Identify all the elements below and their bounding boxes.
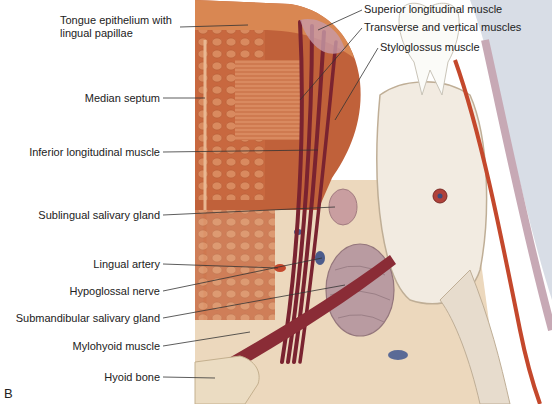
leader-line (180, 25, 248, 27)
fascia-band (485, 40, 552, 330)
part-label: Median septum (85, 92, 160, 105)
part-label: Inferior longitudinal muscle (29, 146, 160, 159)
tongue-body (195, 0, 361, 210)
leader-lines (163, 10, 378, 378)
muscle-insertion (300, 19, 345, 54)
mandibular-canal (433, 189, 447, 203)
mandible-lower (440, 270, 510, 404)
genioglossus-face (195, 210, 275, 320)
part-label: Hyoid bone (104, 371, 160, 384)
mandibular-canal-core (438, 194, 443, 199)
leader-line (335, 48, 378, 120)
leader-line (318, 10, 362, 30)
part-label: Lingual artery (93, 258, 160, 271)
leader-line (163, 264, 278, 268)
leader-line (163, 377, 215, 378)
part-label: Mylohyoid muscle (73, 340, 160, 353)
vein (388, 350, 408, 360)
part-label: Transverse and vertical muscles (364, 21, 521, 34)
part-label: Styloglossus muscle (380, 41, 480, 54)
transverse-fibers (235, 60, 300, 140)
part-label: Sublingual salivary gland (38, 209, 160, 222)
leader-line (163, 150, 318, 152)
leader-line (163, 258, 322, 291)
vein (315, 251, 325, 265)
part-label: Superior longitudinal muscle (364, 3, 502, 16)
part-label: Tongue epithelium with lingual papillae (60, 14, 185, 40)
figure-letter: B (4, 386, 13, 401)
artery (455, 60, 540, 404)
hyoid-bone (195, 356, 259, 404)
leader-line (163, 98, 205, 99)
leader-line (163, 332, 250, 346)
part-label: Hypoglossal nerve (70, 285, 161, 298)
leader-line (300, 28, 362, 100)
leader-line (163, 207, 335, 215)
part-label: Submandibular salivary gland (16, 312, 160, 325)
leader-line (163, 285, 345, 318)
